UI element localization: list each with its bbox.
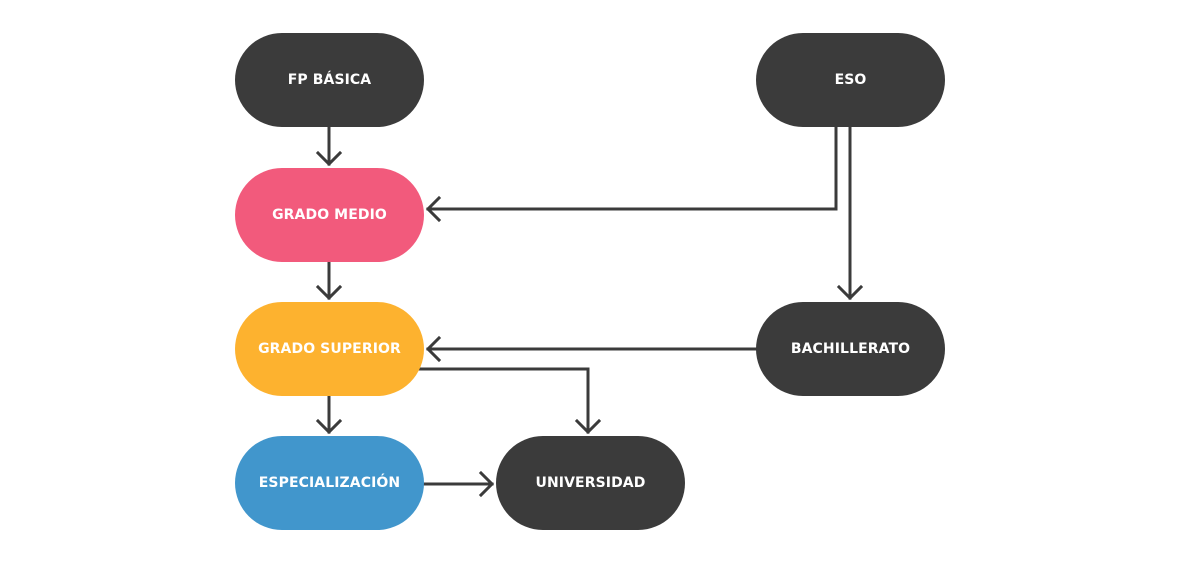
edge-fp-basica-to-grado-medio [315, 125, 343, 167]
node-label: ESPECIALIZACIÓN [258, 475, 401, 491]
edge-grado-medio-to-grado-superior [315, 260, 343, 301]
node-universidad[interactable]: UNIVERSIDAD [496, 436, 685, 530]
node-label: BACHILLERATO [790, 341, 911, 357]
node-label: UNIVERSIDAD [535, 475, 646, 491]
edge-especializacion-to-universidad [422, 470, 495, 498]
edge-grado-superior-to-universidad [416, 367, 602, 435]
node-eso[interactable]: ESO [756, 33, 945, 127]
node-fp-basica[interactable]: FP BÁSICA [235, 33, 424, 127]
node-label: GRADO SUPERIOR [258, 341, 401, 357]
node-label: FP BÁSICA [287, 72, 372, 88]
edge-grado-superior-to-especializacion [315, 394, 343, 435]
node-label: GRADO MEDIO [272, 207, 387, 223]
edge-bachillerato-to-grado-superior [425, 335, 758, 363]
edge-eso-to-bachillerato [836, 125, 864, 301]
node-especializacion[interactable]: ESPECIALIZACIÓN [235, 436, 424, 530]
node-bachillerato[interactable]: BACHILLERATO [756, 302, 945, 396]
node-grado-medio[interactable]: GRADO MEDIO [235, 168, 424, 262]
node-grado-superior[interactable]: GRADO SUPERIOR [235, 302, 424, 396]
edge-eso-to-grado-medio [425, 125, 838, 223]
node-label: ESO [834, 72, 867, 88]
